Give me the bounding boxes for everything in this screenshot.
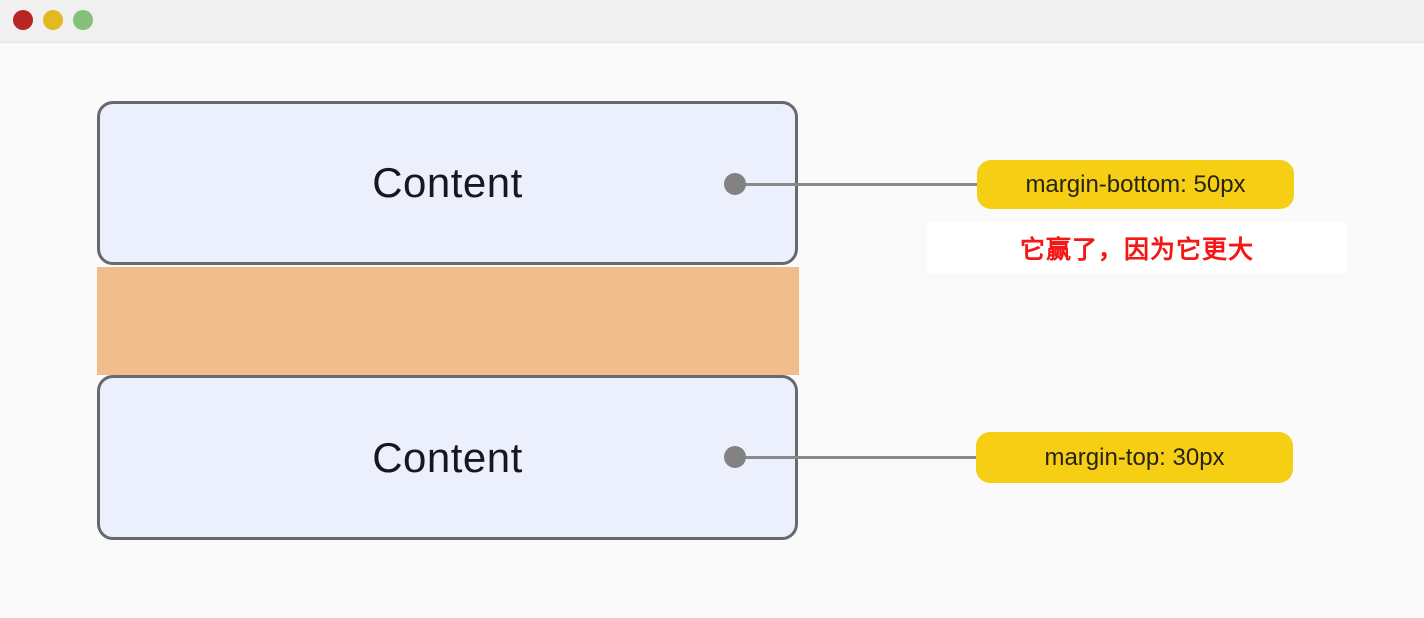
content-box-bottom-label: Content — [372, 433, 523, 481]
winner-note-strip: 它赢了，因为它更大 — [927, 222, 1347, 273]
maximize-window-button[interactable] — [73, 10, 93, 30]
minimize-window-button[interactable] — [43, 10, 63, 30]
close-window-button[interactable] — [13, 10, 33, 30]
connector-line-bottom — [735, 456, 976, 459]
callout-margin-bottom: margin-bottom: 50px — [977, 160, 1294, 209]
content-box-bottom: Content — [97, 375, 798, 540]
connector-dot-bottom — [724, 446, 746, 468]
connector-dot-top — [724, 173, 746, 195]
content-box-top: Content — [97, 101, 798, 265]
window-titlebar — [0, 0, 1424, 43]
collapsed-margin-band — [97, 267, 799, 375]
winner-note-text: 它赢了，因为它更大 — [1019, 235, 1254, 264]
connector-line-top — [735, 183, 977, 186]
content-box-top-label: Content — [372, 159, 523, 206]
callout-margin-top: margin-top: 30px — [976, 432, 1293, 483]
